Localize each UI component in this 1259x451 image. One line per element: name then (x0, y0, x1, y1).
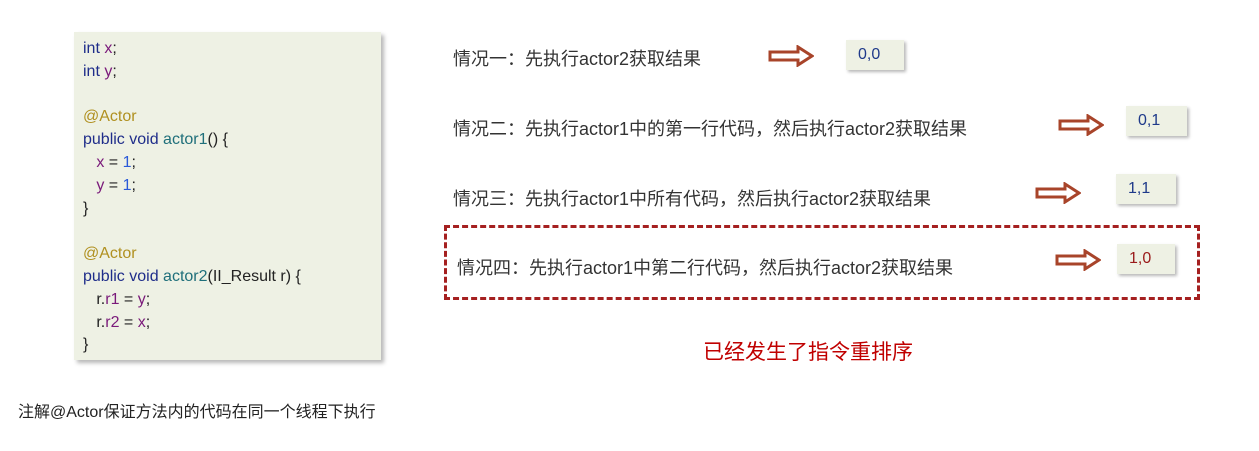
code-line: public void actor1() { (83, 129, 381, 152)
highlight-box (444, 225, 1200, 300)
right-arrow-icon (1055, 249, 1101, 271)
code-line: } (83, 198, 381, 221)
code-token (83, 177, 96, 194)
case-3-result: 1,1 (1116, 174, 1176, 204)
case-1-result: 0,0 (846, 40, 904, 70)
code-token: ; (145, 290, 151, 308)
code-token: @Actor (83, 108, 137, 126)
code-line (83, 220, 381, 243)
code-token: int (83, 40, 105, 57)
code-line: r.r1 = y; (83, 289, 381, 312)
code-token: = (104, 176, 123, 194)
case-2-text: 情况二：先执行actor1中的第一行代码，然后执行actor2获取结果 (453, 119, 968, 139)
code-token: public void (83, 131, 164, 149)
code-token: x (104, 40, 113, 57)
code-token: (II_Result r) { (207, 267, 301, 285)
code-token: y (137, 290, 146, 308)
right-arrow-icon (1035, 182, 1081, 204)
code-token: r. (83, 313, 106, 331)
case-2-result: 0,1 (1126, 106, 1187, 136)
code-token: = (104, 153, 123, 171)
code-token: 1 (122, 176, 132, 194)
code-line: @Actor (83, 243, 381, 266)
right-arrow-icon (768, 45, 814, 67)
case-3-text: 情况三：先执行actor1中所有代码，然后执行actor2获取结果 (453, 189, 932, 209)
right-arrow-icon (1058, 114, 1104, 136)
annotation-note: 注解@Actor保证方法内的代码在同一个线程下执行 (18, 404, 376, 421)
code-token: y (104, 62, 113, 80)
code-line: public void actor2(II_Result r) { (83, 266, 381, 289)
code-token: } (83, 336, 89, 354)
code-token: public void (83, 267, 164, 285)
code-line: int y; (83, 61, 381, 84)
case-4-text: 情况四：先执行actor1中第二行代码，然后执行actor2获取结果 (457, 258, 954, 278)
code-token: = (119, 313, 138, 331)
code-line: r.r2 = x; (83, 312, 381, 335)
code-token: actor2 (163, 267, 208, 285)
code-token: y (96, 176, 105, 194)
code-token: () { (207, 131, 228, 149)
code-token: x (137, 313, 146, 331)
code-line: } (83, 334, 381, 357)
code-line: @Actor (83, 106, 381, 129)
code-token: } (83, 199, 89, 217)
code-line: y = 1; (83, 175, 381, 198)
code-token: r2 (105, 313, 120, 331)
code-token: ; (112, 62, 117, 80)
code-token: int (83, 62, 105, 80)
code-token: r1 (105, 290, 120, 308)
code-token: ; (112, 40, 117, 57)
case-1-text: 情况一：先执行actor2获取结果 (453, 49, 702, 69)
code-token: ; (145, 313, 151, 331)
code-token: = (119, 290, 138, 308)
code-token (83, 154, 96, 171)
code-token: ; (131, 153, 136, 171)
conclusion-text: 已经发生了指令重排序 (703, 341, 913, 364)
code-line (83, 84, 381, 107)
code-token: @Actor (83, 245, 137, 263)
case-4-result: 1,0 (1117, 244, 1175, 274)
code-token: x (96, 153, 105, 171)
code-line: x = 1; (83, 152, 381, 175)
code-line: int x; (83, 38, 381, 61)
code-token: ; (131, 176, 136, 194)
code-token: actor1 (163, 131, 208, 149)
code-token: r. (83, 290, 106, 308)
code-token: 1 (122, 153, 132, 171)
